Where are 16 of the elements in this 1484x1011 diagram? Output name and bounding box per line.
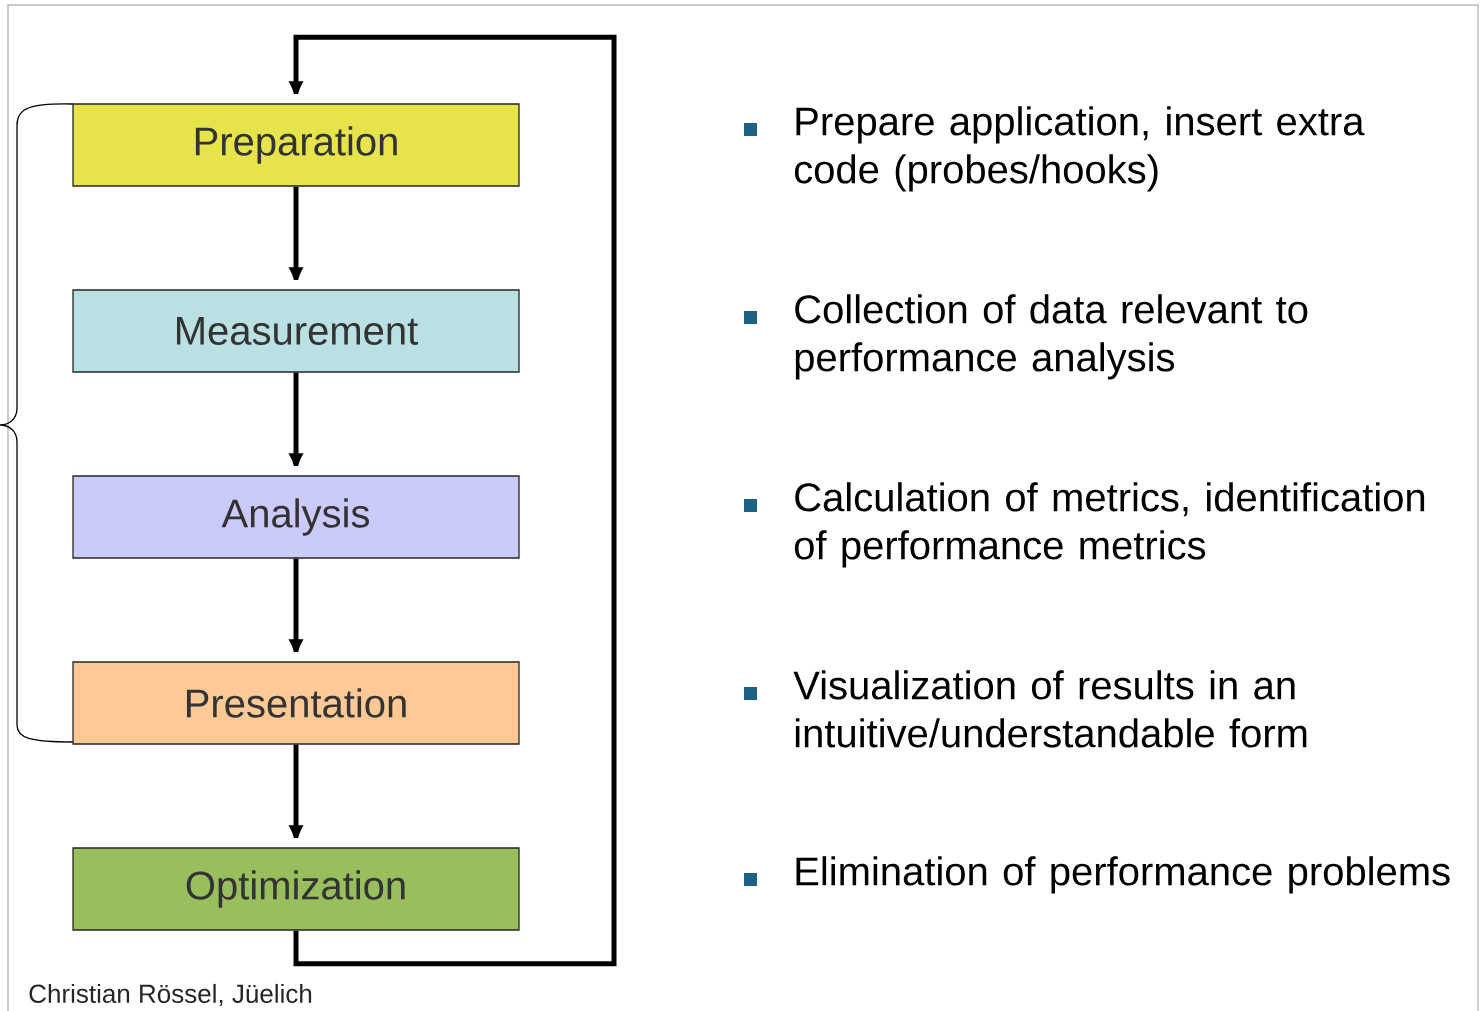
bullet-text: Calculation of metrics, identification of performance metrics [794,482,1425,568]
process-box: Measurement [72,289,520,373]
credit-text: Christian Rössel, Jüelich [29,983,312,1007]
arrow [289,186,303,282]
process-box: Preparation [72,103,520,187]
bullet-text: Visualization of results in an intuitive/understandable form [793,670,1307,748]
process-box: Presentation [72,661,520,745]
bullet-text: Collection of data relevant to performance analysis [795,294,1308,380]
process-box: Analysis [72,475,520,559]
arrow [289,372,303,468]
arrow [289,34,617,967]
process-box: Optimization [72,847,520,931]
arrow [289,558,303,654]
bullet-text: Prepare application, insert extra code (probes/hooks) [794,106,1365,192]
bullet-text: Elimination of performance problems [796,856,1450,894]
arrow [289,744,303,840]
